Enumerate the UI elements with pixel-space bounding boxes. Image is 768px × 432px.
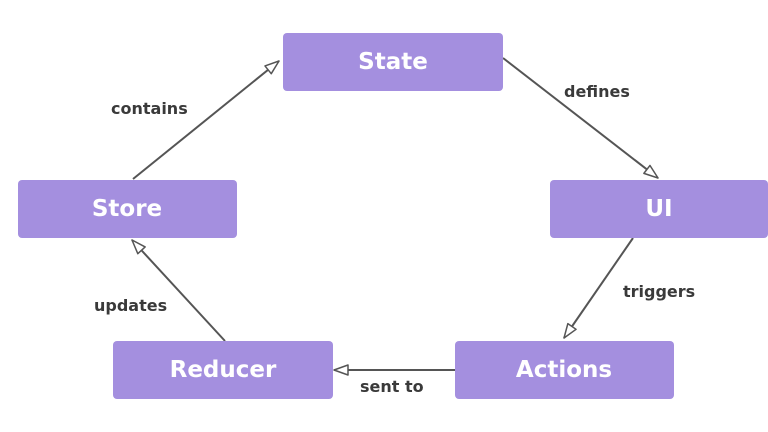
- node-store-label: Store: [92, 196, 162, 222]
- node-actions-box: [455, 341, 674, 399]
- node-actions-label: Actions: [516, 357, 612, 383]
- edge-label-triggers: triggers: [623, 282, 695, 301]
- edge-store-to-state: contains: [111, 60, 280, 180]
- node-state-box: [283, 33, 503, 91]
- edge-store-state-arrow: [132, 60, 280, 180]
- edge-reducer-store-arrow: [131, 239, 226, 342]
- edge-actions-to-reducer: sent to: [333, 364, 455, 396]
- node-ui: UI: [550, 180, 768, 238]
- node-ui-label: UI: [645, 196, 672, 222]
- node-store-box: [18, 180, 237, 238]
- node-state-label: State: [358, 49, 428, 75]
- node-state: State: [283, 33, 503, 91]
- node-reducer: Reducer: [113, 341, 333, 399]
- edge-state-ui-arrow: [502, 57, 659, 179]
- node-store: Store: [18, 180, 237, 238]
- node-reducer-label: Reducer: [170, 357, 277, 383]
- edge-ui-to-actions: triggers: [563, 237, 695, 339]
- edge-state-to-ui: defines: [502, 57, 659, 179]
- edge-label-defines: defines: [564, 82, 630, 101]
- edge-label-contains: contains: [111, 99, 188, 118]
- edge-label-sent-to: sent to: [360, 377, 424, 396]
- edge-ui-actions-arrow: [563, 237, 634, 339]
- edge-label-updates: updates: [94, 296, 167, 315]
- edge-reducer-to-store: updates: [94, 239, 226, 342]
- node-actions: Actions: [455, 341, 674, 399]
- node-reducer-box: [113, 341, 333, 399]
- node-ui-box: [550, 180, 768, 238]
